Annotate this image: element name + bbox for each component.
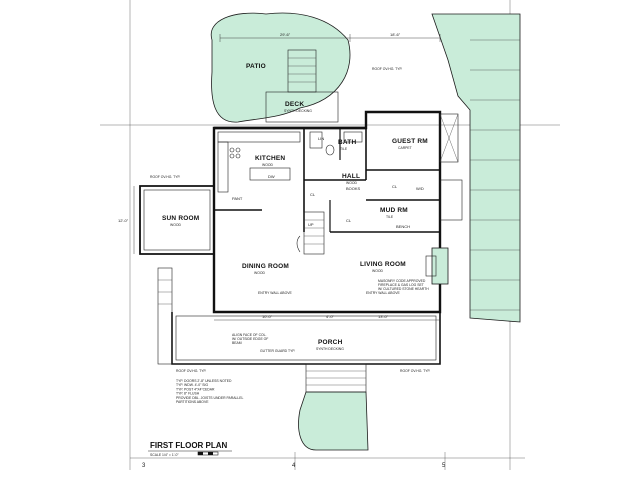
label-closet-2: CL	[392, 184, 398, 189]
room-living: LIVING ROOM	[360, 261, 406, 268]
stair-up-label: UP	[308, 222, 314, 227]
note-roof-overhang-2: ROOF OV.HG. TYP.	[372, 67, 403, 71]
dim-top-right: 18'-6"	[390, 32, 401, 37]
label-closet-3: CL	[346, 218, 352, 223]
landscape-area-right	[431, 13, 521, 323]
label-bench: BENCH	[396, 224, 410, 229]
patio-dimension-line: 29'-6" 18'-6"	[219, 32, 441, 42]
room-mud-finish: TILE	[386, 215, 394, 219]
guest-closet	[439, 113, 459, 163]
note-gutter: GUTTER GUARD TYP.	[260, 349, 295, 353]
note-entry-wall-2: ENTRY WALL ABOVE	[366, 291, 400, 295]
landscape-area-left	[210, 12, 351, 123]
note-roof-overhang-1: ROOF OV.HG. TYP.	[150, 175, 181, 179]
dim-porch-right: 13'-0"	[378, 314, 389, 319]
note-typical: TYP. DOORS 2'-8" UNLESS NOTED TYP. WDW. …	[176, 379, 244, 404]
sun-room-outline	[139, 185, 215, 255]
room-patio: PATIO	[246, 63, 266, 70]
main-staircase: UP	[296, 211, 325, 255]
porch-outline: 10'-0" 13'-0" 4'-0"	[171, 312, 441, 365]
label-dishwasher: DW	[268, 174, 275, 179]
room-bath-finish: TILE	[340, 147, 348, 151]
room-hall-finish: WOOD	[346, 181, 357, 185]
dim-top-left: 29'-6"	[280, 32, 291, 37]
label-linen: LIN	[318, 136, 324, 141]
front-walkway	[298, 391, 369, 451]
side-dimension: 12'-0"	[118, 186, 135, 254]
room-guest-finish: CARPET	[398, 146, 412, 150]
grid-label-3: 3	[142, 463, 146, 469]
scale-bar	[197, 451, 219, 456]
fireplace	[425, 247, 449, 285]
room-porch: PORCH	[318, 339, 343, 346]
drawing-title: FIRST FLOOR PLAN	[150, 441, 228, 450]
side-porch-stairs	[157, 267, 173, 365]
bath-fixtures	[309, 131, 363, 156]
dim-porch-left: 10'-0"	[262, 314, 273, 319]
note-align: ALIGN FACE OF COL. W/ OUTSIDE EDGE OF BE…	[232, 333, 269, 345]
room-hall: HALL	[342, 173, 360, 180]
deck-stairs	[287, 49, 317, 93]
room-kitchen-finish: WOOD	[262, 163, 273, 167]
front-steps	[305, 363, 367, 393]
room-living-finish: WOOD	[372, 269, 383, 273]
room-dining: DINING ROOM	[242, 263, 289, 270]
room-sun: SUN ROOM	[162, 215, 199, 222]
label-pantry: PANT	[232, 196, 243, 201]
right-strip-hatch	[470, 39, 520, 311]
note-roof-overhang-4: ROOF OV.HG. TYP.	[400, 369, 431, 373]
label-washer-dryer: W/D	[416, 186, 424, 191]
kitchen-counters	[217, 131, 301, 193]
room-deck-finish: SYNTH DECKING	[284, 109, 312, 113]
dim-side: 12'-0"	[118, 218, 129, 223]
room-bath: BATH	[338, 139, 356, 146]
label-closet-1: CL	[310, 192, 316, 197]
deck-stair-treads	[288, 57, 316, 83]
room-kitchen: KITCHEN	[255, 155, 285, 162]
room-deck: DECK	[285, 101, 304, 108]
dim-porch-mid: 4'-0"	[326, 314, 335, 319]
room-sun-finish: WOOD	[170, 223, 181, 227]
note-fireplace: MASONRY CODE APPROVED FIREPLACE & GAS LO…	[378, 279, 429, 291]
room-guest: GUEST RM	[392, 138, 428, 145]
grid-label-4: 4	[292, 463, 296, 469]
room-porch-finish: SYNTH DECKING	[316, 347, 344, 351]
grid-label-5: 5	[442, 463, 446, 469]
note-entry-wall-1: ENTRY WALL ABOVE	[258, 291, 292, 295]
mud-room-stairs	[439, 179, 463, 221]
room-dining-finish: WOOD	[254, 271, 265, 275]
label-books: BOOKS	[346, 186, 361, 191]
drawing-scale: SCALE 1/4" = 1'-0"	[150, 453, 179, 457]
note-roof-overhang-3: ROOF OV.HG. TYP.	[176, 369, 207, 373]
room-mud: MUD RM	[380, 207, 408, 214]
